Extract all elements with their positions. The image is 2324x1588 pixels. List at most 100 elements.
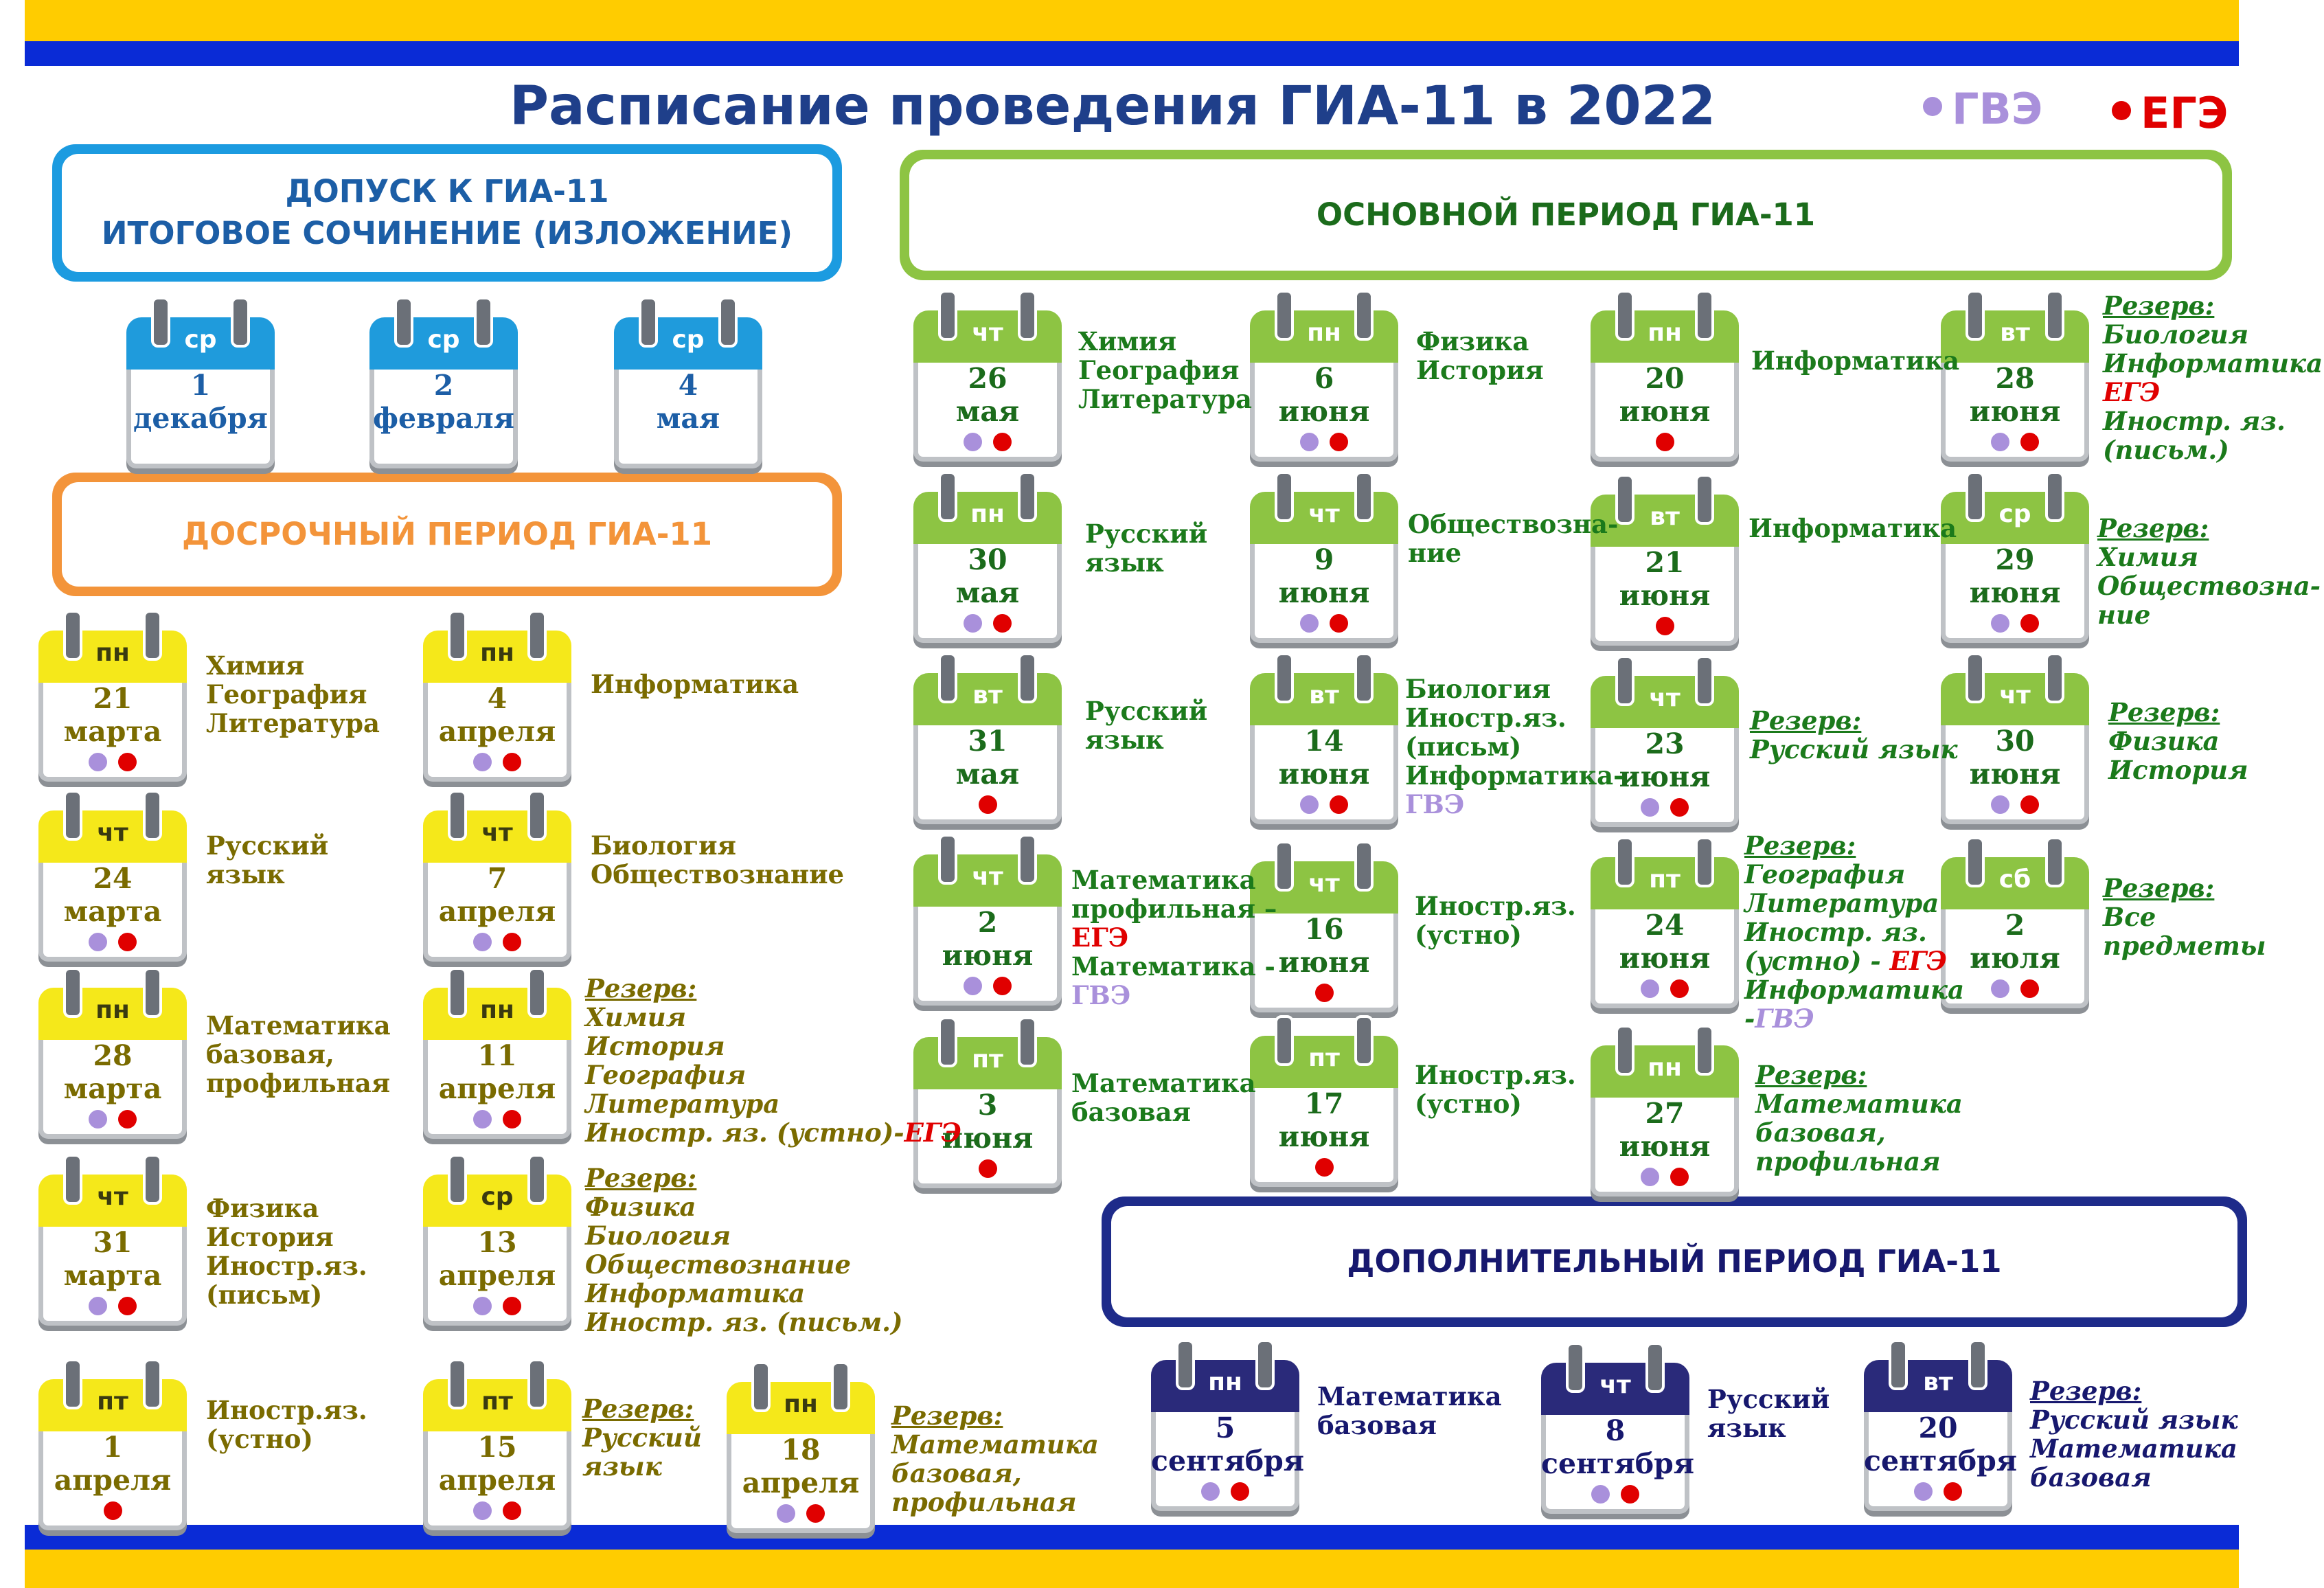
calendar-ring-icon	[2045, 290, 2064, 341]
section-dopusk: ДОПУСК К ГИА-11 ИТОГОВОЕ СОЧИНЕНИЕ (ИЗЛО…	[52, 144, 842, 282]
subject-line: -ГВЭ	[1744, 1004, 1964, 1033]
calendar-body	[1250, 363, 1398, 462]
main-title: ОСНОВНОЙ ПЕРИОД ГИА-11	[1316, 196, 1816, 233]
exam-type-dots	[1250, 614, 1398, 635]
month-name: июня	[1278, 1120, 1370, 1153]
subject-line: базовая,	[206, 1039, 334, 1069]
calendar-ring-icon	[938, 471, 957, 522]
month-name: июня	[1278, 946, 1370, 979]
subject-line: Физика	[585, 1192, 696, 1222]
month-name: мая	[656, 402, 720, 435]
day-number: 31	[968, 725, 1007, 758]
calendar-ring-icon	[527, 967, 547, 1018]
subject-line: Информатика	[591, 669, 799, 699]
calendar-ring-icon	[1695, 1025, 1714, 1076]
ege-dot-icon	[2020, 614, 2039, 633]
calendar-ring-icon	[1966, 471, 1985, 522]
gve-dot-icon	[1923, 96, 1942, 116]
gve-dot-icon	[1991, 433, 2009, 451]
subject-line: Информатика	[1751, 345, 1960, 376]
subject-line: Все	[2103, 902, 2156, 932]
ege-dot-icon	[1330, 433, 1348, 451]
weekday-label: ср	[672, 326, 705, 354]
ege-dot-icon	[503, 1297, 521, 1315]
calendar-ring-icon	[143, 790, 162, 841]
ege-dot-icon	[2020, 979, 2039, 998]
exam-type-dots	[1941, 433, 2089, 454]
day-number: 21	[1645, 546, 1685, 579]
calendar-ring-icon	[1966, 837, 1985, 887]
reserve-label: Резерв:	[2108, 697, 2220, 727]
exam-type-dots	[913, 433, 1062, 454]
calendar-ring-icon	[143, 610, 162, 661]
section-additional: ДОПОЛНИТЕЛЬНЫЙ ПЕРИОД ГИА-11	[1102, 1196, 2247, 1327]
exam-type-dots	[913, 977, 1062, 998]
exam-type-dots	[1250, 433, 1398, 454]
day-number: 20	[1645, 362, 1685, 395]
subjects-text: Резерв:Русский язык	[1750, 706, 1958, 764]
gve-dot-icon	[1300, 795, 1319, 814]
month-name: июня	[1278, 576, 1370, 609]
subject-line: (устно)	[1415, 920, 1522, 950]
calendar-ring-icon	[448, 1359, 467, 1409]
calendar-ring-icon	[151, 297, 170, 348]
calendar-body	[1250, 544, 1398, 643]
reserve-label: Резерв:	[585, 1163, 697, 1193]
subject-line: Биология	[585, 1221, 731, 1251]
month-name: марта	[63, 1072, 162, 1105]
gve-dot-icon	[1300, 433, 1319, 451]
ege-dot-icon	[1621, 1485, 1639, 1504]
ege-dot-icon	[993, 433, 1012, 451]
exam-type-dots	[1591, 617, 1739, 638]
subject-line: Химия	[585, 1002, 687, 1032]
subjects-text: Иностр.яз.(устно)	[206, 1396, 367, 1453]
exam-type-dots	[1591, 1168, 1739, 1189]
subject-line: Математика	[1317, 1381, 1502, 1411]
day-number: 15	[477, 1431, 517, 1464]
day-number: 18	[781, 1433, 821, 1466]
calendar-ring-icon	[2045, 471, 2064, 522]
subject-line: ЕГЭ	[1071, 923, 1277, 952]
reserve-label: Резерв:	[2103, 291, 2215, 321]
day-number: 8	[1605, 1414, 1626, 1447]
subject-line: Биология	[1405, 674, 1551, 704]
weekday-label: пн	[480, 996, 514, 1024]
reserve-label: Резерв:	[2030, 1376, 2142, 1406]
gve-dot-icon	[964, 977, 982, 995]
legend-gve-label: ГВЭ	[1952, 84, 2043, 134]
ege-dot-icon	[978, 795, 997, 814]
calendar-ring-icon	[938, 290, 957, 341]
month-name: апреля	[438, 1259, 556, 1292]
calendar-ring-icon	[448, 790, 467, 841]
subject-line: профильная	[1755, 1146, 1941, 1177]
legend-ege-label: ЕГЭ	[2141, 88, 2229, 138]
weekday-label: чт	[1649, 684, 1681, 712]
subject-line: язык	[1707, 1413, 1786, 1443]
day-number: 17	[1304, 1087, 1344, 1120]
subject-line: Иностр.яз.	[1415, 891, 1576, 921]
reserve-label: Резерв:	[2103, 873, 2215, 903]
subject-prefix: -	[1744, 1003, 1755, 1034]
weekday-label: пн	[784, 1390, 818, 1418]
calendar-ring-icon	[1255, 1339, 1275, 1390]
subject-line: Физика	[206, 1193, 319, 1223]
calendar-ring-icon	[1615, 655, 1634, 706]
subject-line: Русский	[1085, 519, 1208, 549]
ege-mark: ЕГЭ	[904, 1118, 961, 1148]
subject-line: Математика -	[1071, 951, 1275, 982]
